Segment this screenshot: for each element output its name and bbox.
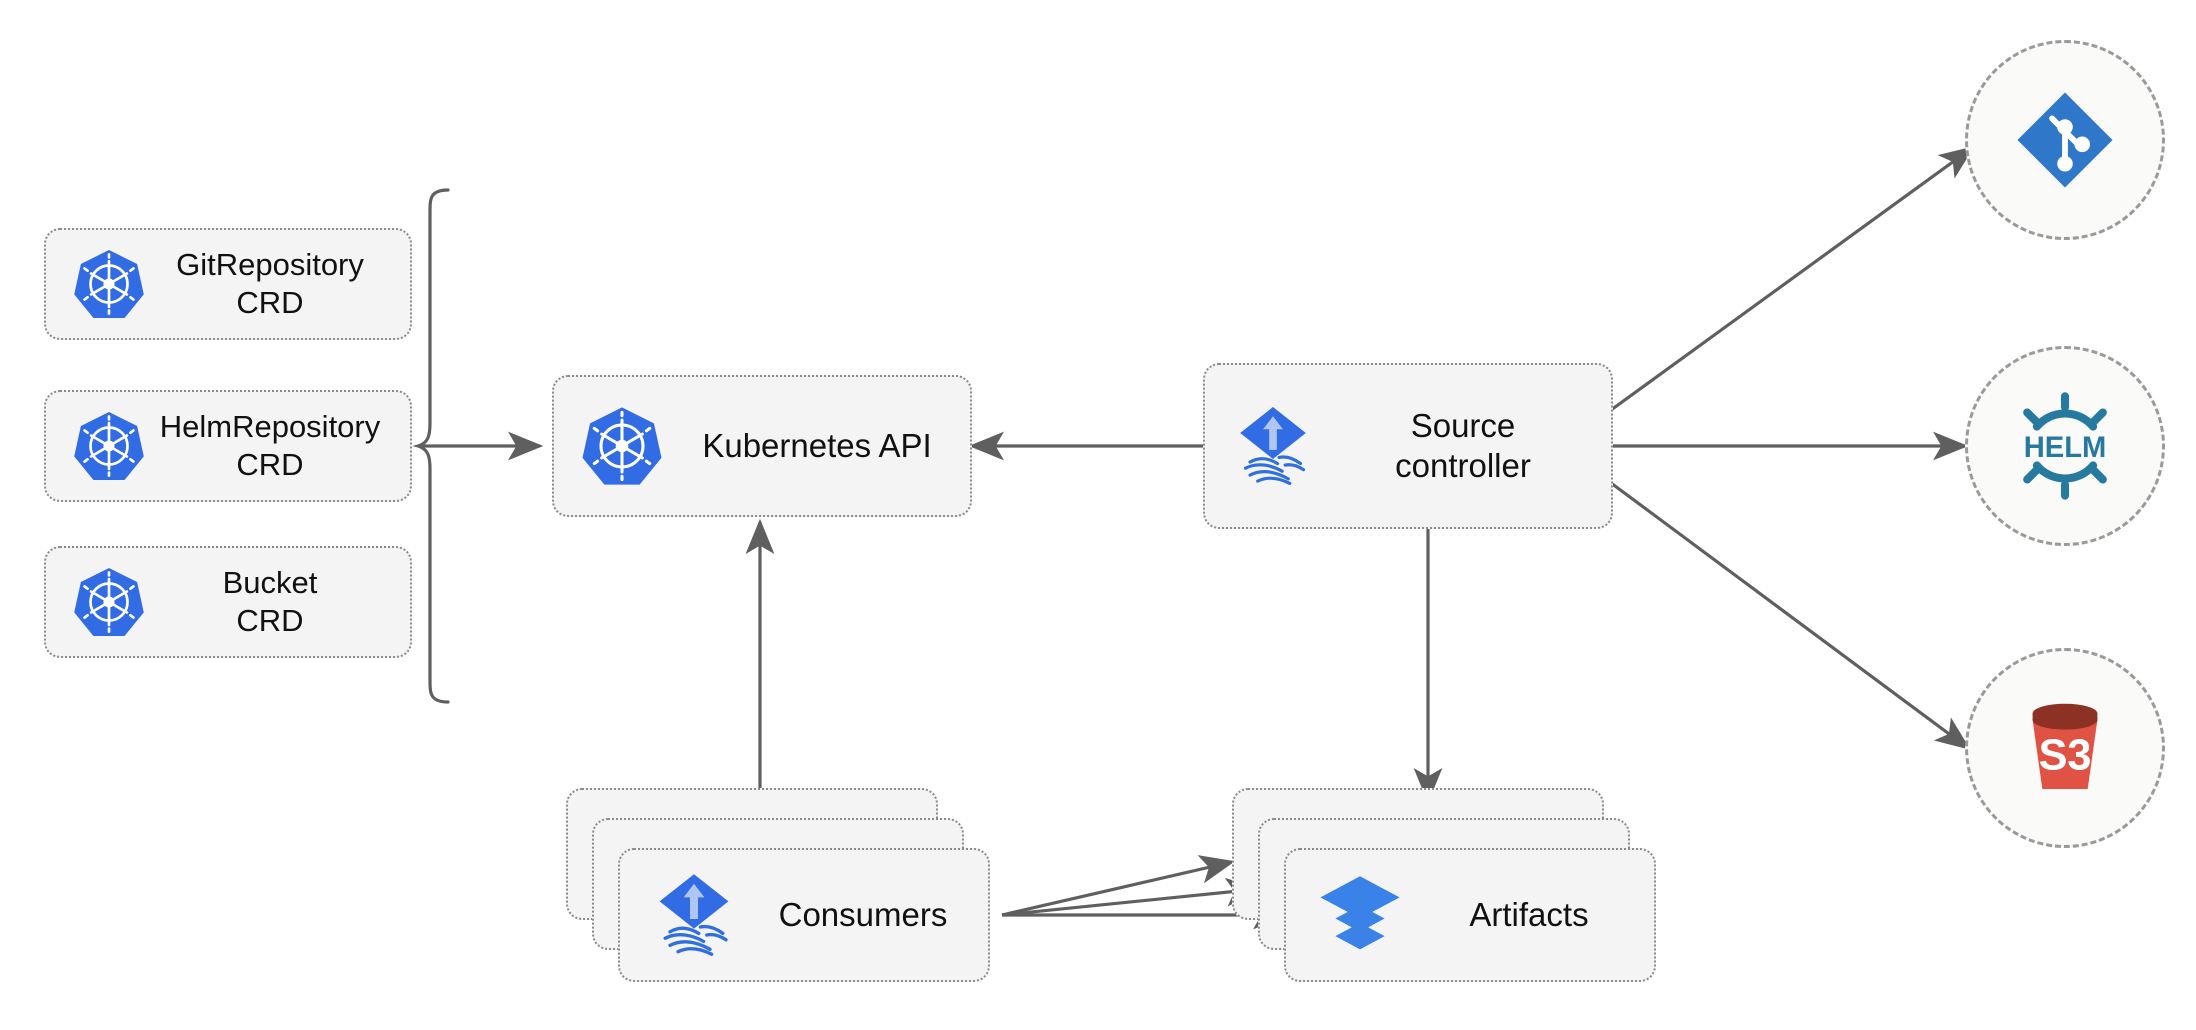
helm-icon: HELM (2011, 392, 2119, 500)
crd-box-gitrepository[interactable]: GitRepository CRD (44, 228, 412, 340)
kubernetes-icon (72, 565, 146, 639)
artifacts-stack-sheet-front[interactable]: Artifacts (1284, 848, 1656, 982)
crd-box-bucket[interactable]: Bucket CRD (44, 546, 412, 658)
layers-icon (1316, 871, 1404, 959)
node-kubernetes-api[interactable]: Kubernetes API (552, 375, 972, 517)
endpoint-git[interactable] (1965, 40, 2165, 240)
crd-box-helmrepository[interactable]: HelmRepository CRD (44, 390, 412, 502)
crd-label: GitRepository CRD (176, 247, 364, 320)
edge-source-controller-to-git (1610, 146, 1975, 412)
flux-icon (650, 871, 738, 959)
node-label-source-controller: Source controller (1395, 406, 1531, 484)
flux-icon (1231, 404, 1315, 488)
s3-wordmark: S3 (2039, 732, 2092, 780)
node-label-artifacts: Artifacts (1469, 896, 1589, 933)
crd-group-brace (412, 188, 450, 704)
node-consumers[interactable]: Consumers (566, 788, 1006, 982)
edge-consumers-to-artifacts-middle (1001, 877, 1262, 917)
endpoint-helm[interactable]: HELM (1965, 346, 2165, 546)
edge-source-controller-to-s3 (1610, 481, 1971, 750)
crd-label: HelmRepository CRD (159, 409, 381, 482)
endpoint-s3[interactable]: S3 (1965, 648, 2165, 848)
node-source-controller[interactable]: Source controller (1203, 363, 1613, 529)
crd-label: Bucket CRD (222, 565, 318, 638)
kubernetes-icon (72, 409, 146, 483)
node-artifacts[interactable]: Artifacts (1232, 788, 1672, 982)
node-label-kubernetes-api: Kubernetes API (702, 426, 932, 464)
kubernetes-icon (72, 247, 146, 321)
s3-icon: S3 (2011, 694, 2119, 802)
git-icon (2011, 86, 2119, 194)
edge-consumers-to-artifacts-top (1001, 855, 1236, 917)
kubernetes-icon (580, 404, 664, 488)
node-label-consumers: Consumers (778, 896, 948, 933)
consumers-stack-sheet-front[interactable]: Consumers (618, 848, 990, 982)
helm-wordmark: HELM (2024, 432, 2107, 464)
